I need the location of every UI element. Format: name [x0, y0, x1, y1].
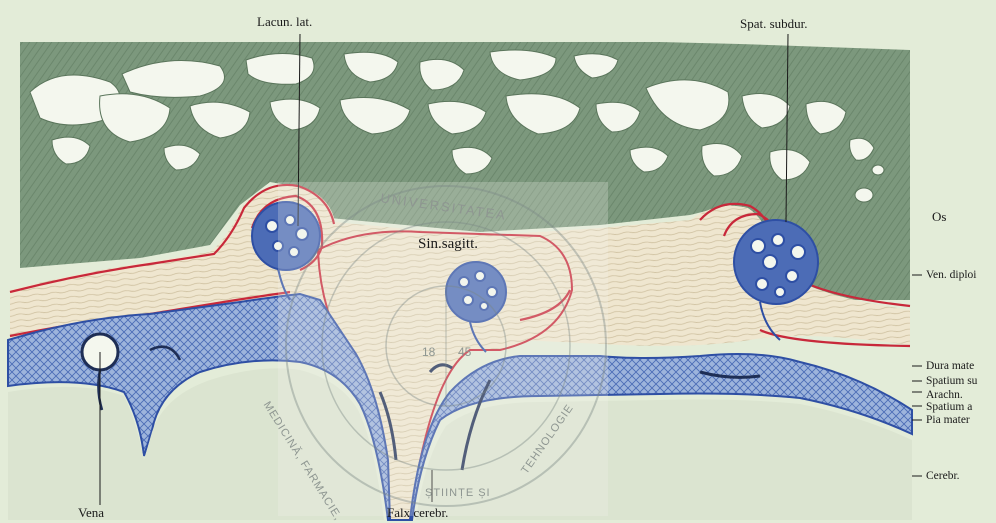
label-vena: Vena [78, 506, 104, 519]
label-spatium-sub: Spatium su [926, 376, 977, 388]
label-cerebr: Cerebr. [926, 471, 960, 483]
label-arachn: Arachn. [926, 390, 963, 402]
seal-bottom-text: ȘTIINȚE ȘI [425, 488, 491, 499]
label-lacun-lat: Lacun. lat. [257, 15, 312, 28]
university-seal-watermark [278, 182, 608, 516]
seal-number-left: 18 [422, 346, 435, 358]
label-falx-cerebr: Falx cerebr. [387, 506, 448, 519]
label-spatium-a: Spatium a [926, 402, 972, 414]
label-pia-mater: Pia mater [926, 415, 970, 427]
label-spat-subdur: Spat. subdur. [740, 17, 808, 30]
label-os: Os [932, 210, 946, 223]
label-dura-mater: Dura mate [926, 361, 974, 373]
label-sin-sagitt: Sin.sagitt. [418, 237, 478, 252]
label-ven-diploe: Ven. diploi [926, 270, 976, 282]
seal-number-right: 45 [458, 346, 471, 358]
